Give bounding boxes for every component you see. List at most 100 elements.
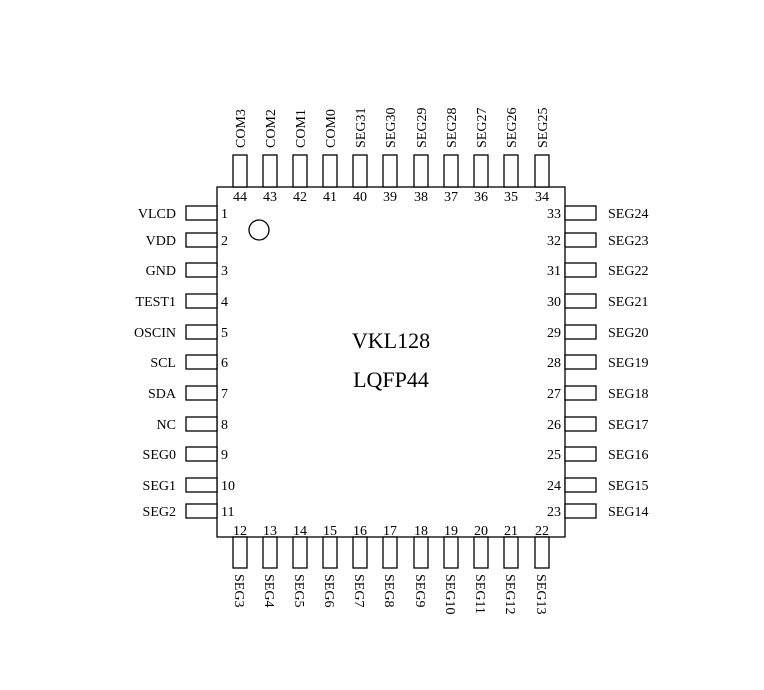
pin-label-seg7: SEG7 xyxy=(351,574,366,607)
pin-label-seg9: SEG9 xyxy=(412,574,427,607)
pin-43 xyxy=(262,154,278,188)
pin-36 xyxy=(473,154,489,188)
pin-number-8: 8 xyxy=(221,418,228,433)
pin-number-9: 9 xyxy=(221,448,228,463)
pin-number-26: 26 xyxy=(547,418,561,433)
pin-number-12: 12 xyxy=(233,524,247,539)
pin-label-seg29: SEG29 xyxy=(415,108,430,148)
pin-9 xyxy=(185,446,218,462)
pin-1 xyxy=(185,205,218,221)
pin1-marker xyxy=(248,219,270,241)
pin-number-38: 38 xyxy=(414,190,428,205)
pin-12 xyxy=(232,536,248,569)
pin-number-34: 34 xyxy=(535,190,549,205)
pin-20 xyxy=(473,536,489,569)
pin-23 xyxy=(564,503,597,519)
pin-8 xyxy=(185,416,218,432)
pin-number-40: 40 xyxy=(353,190,367,205)
pin-38 xyxy=(413,154,429,188)
pin-35 xyxy=(503,154,519,188)
pin-number-5: 5 xyxy=(221,326,228,341)
pin-label-nc: NC xyxy=(157,418,176,433)
pin-27 xyxy=(564,385,597,401)
pin-39 xyxy=(382,154,398,188)
pin-44 xyxy=(232,154,248,188)
pin-label-seg21: SEG21 xyxy=(608,295,648,310)
pin-number-44: 44 xyxy=(233,190,247,205)
pin-label-test1: TEST1 xyxy=(136,295,176,310)
pin-10 xyxy=(185,477,218,493)
chip-body xyxy=(216,186,566,538)
pin-label-gnd: GND xyxy=(146,264,176,279)
pin-33 xyxy=(564,205,597,221)
pin-label-com0: COM0 xyxy=(324,109,339,148)
pin-label-seg25: SEG25 xyxy=(536,108,551,148)
pin-number-22: 22 xyxy=(535,524,549,539)
pin-number-30: 30 xyxy=(547,295,561,310)
pin-29 xyxy=(564,324,597,340)
pin-label-com1: COM1 xyxy=(294,109,309,148)
pin-label-seg3: SEG3 xyxy=(231,574,246,607)
pin-number-19: 19 xyxy=(444,524,458,539)
pin-number-4: 4 xyxy=(221,295,228,310)
pin-label-seg1: SEG1 xyxy=(143,479,176,494)
pin-15 xyxy=(322,536,338,569)
pin-34 xyxy=(534,154,550,188)
pin-number-13: 13 xyxy=(263,524,277,539)
pin-28 xyxy=(564,354,597,370)
pin-number-41: 41 xyxy=(323,190,337,205)
pin-13 xyxy=(262,536,278,569)
pin-40 xyxy=(352,154,368,188)
pin-number-32: 32 xyxy=(547,234,561,249)
pin-label-seg24: SEG24 xyxy=(608,207,648,222)
pin-label-seg14: SEG14 xyxy=(608,505,648,520)
pin-11 xyxy=(185,503,218,519)
pin-number-29: 29 xyxy=(547,326,561,341)
pin-number-28: 28 xyxy=(547,356,561,371)
pin-label-seg20: SEG20 xyxy=(608,326,648,341)
pin-25 xyxy=(564,446,597,462)
pin-label-seg2: SEG2 xyxy=(143,505,176,520)
pin-number-14: 14 xyxy=(293,524,307,539)
pin-32 xyxy=(564,232,597,248)
pin-label-seg16: SEG16 xyxy=(608,448,648,463)
pin-42 xyxy=(292,154,308,188)
pin-label-seg28: SEG28 xyxy=(445,108,460,148)
pin-number-20: 20 xyxy=(474,524,488,539)
pin-label-com2: COM2 xyxy=(264,109,279,148)
pin-number-33: 33 xyxy=(547,207,561,222)
pin-number-36: 36 xyxy=(474,190,488,205)
pin-30 xyxy=(564,293,597,309)
pin-6 xyxy=(185,354,218,370)
pin-22 xyxy=(534,536,550,569)
pin-number-7: 7 xyxy=(221,387,228,402)
pin-label-seg22: SEG22 xyxy=(608,264,648,279)
pin-number-15: 15 xyxy=(323,524,337,539)
pin-number-24: 24 xyxy=(547,479,561,494)
pin-7 xyxy=(185,385,218,401)
pin-number-11: 11 xyxy=(221,505,234,520)
chip-name: VKL128 xyxy=(352,328,430,353)
pin-group: 1VLCD2VDD3GND4TEST15OSCIN6SCL7SDA8NC9SEG… xyxy=(134,108,648,615)
pin-label-scl: SCL xyxy=(150,356,176,371)
pin-label-seg6: SEG6 xyxy=(321,574,336,607)
pin-label-seg13: SEG13 xyxy=(533,574,548,614)
pin-label-seg8: SEG8 xyxy=(381,574,396,607)
pin-label-seg0: SEG0 xyxy=(143,448,176,463)
pin-number-21: 21 xyxy=(504,524,518,539)
pin-number-6: 6 xyxy=(221,356,228,371)
pin-label-seg10: SEG10 xyxy=(442,574,457,614)
pin-label-seg23: SEG23 xyxy=(608,234,648,249)
pin-2 xyxy=(185,232,218,248)
pin-14 xyxy=(292,536,308,569)
pin-label-seg26: SEG26 xyxy=(505,108,520,148)
pin-label-seg4: SEG4 xyxy=(261,574,276,607)
pin-24 xyxy=(564,477,597,493)
pin-number-25: 25 xyxy=(547,448,561,463)
pin-number-39: 39 xyxy=(383,190,397,205)
pin-number-37: 37 xyxy=(444,190,458,205)
pin-label-seg15: SEG15 xyxy=(608,479,648,494)
pin-17 xyxy=(382,536,398,569)
pin-4 xyxy=(185,293,218,309)
